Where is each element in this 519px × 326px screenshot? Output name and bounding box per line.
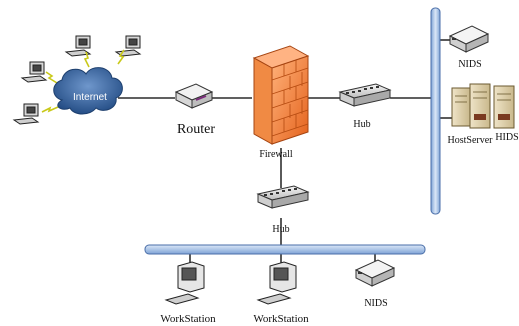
vertical-bus <box>430 7 441 215</box>
hub-top-device <box>338 83 392 107</box>
computer-icon <box>20 61 48 83</box>
nids-top-device <box>448 25 490 53</box>
internet-label: Internet <box>73 92 107 103</box>
computer-icon <box>114 35 142 57</box>
hids-server-device <box>493 85 515 129</box>
workstation-1-device <box>164 261 205 305</box>
remote-computers <box>12 35 142 125</box>
hub-top-label: Hub <box>353 119 370 130</box>
firewall-label: Firewall <box>259 149 293 160</box>
router-label: Router <box>177 122 215 137</box>
router-device <box>174 83 214 109</box>
nids-bottom-label: NIDS <box>364 298 387 309</box>
hids-label: HIDS <box>495 132 518 143</box>
firewall-device <box>252 45 310 145</box>
computer-icon <box>64 35 92 57</box>
workstation-2-device <box>256 261 297 305</box>
workstation-2-label: WorkStation <box>253 313 309 325</box>
nids-bottom-device <box>354 259 396 287</box>
hostserver-label: HostServer <box>448 135 494 146</box>
internet-cloud: Internet <box>53 67 123 115</box>
workstation-1-label: WorkStation <box>160 313 216 325</box>
nids-top-label: NIDS <box>458 59 481 70</box>
wireless-links <box>41 49 125 113</box>
hostserver-device <box>451 83 491 129</box>
computer-icon <box>12 103 40 125</box>
hub-mid-label: Hub <box>272 224 289 235</box>
horizontal-bus <box>144 244 426 255</box>
hub-mid-device <box>256 185 310 209</box>
